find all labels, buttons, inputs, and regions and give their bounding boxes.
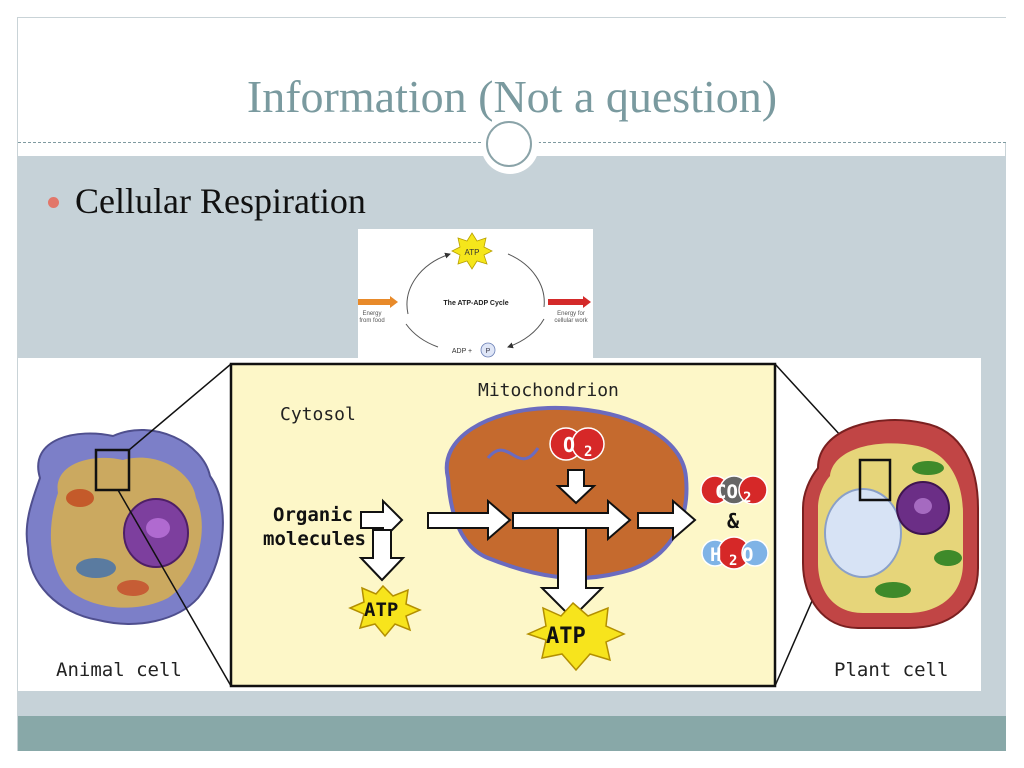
- co2-molecule-icon: CO 2: [700, 475, 768, 506]
- animal-cell-illustration: [25, 429, 224, 625]
- organic-molecules-line2: molecules: [263, 528, 366, 550]
- cycle-arrow-right-bottom: [507, 318, 545, 349]
- red-arrow-head: [583, 296, 591, 308]
- cycle-atp-label: ATP: [465, 248, 480, 257]
- h2o-subscript: 2: [729, 553, 737, 569]
- ring-icon: [486, 121, 532, 167]
- zoom-line-left-top: [128, 363, 232, 451]
- atp-star-small-icon: [348, 584, 422, 638]
- and-label: &: [727, 509, 740, 533]
- atp-label-large: ATP: [546, 624, 586, 649]
- atp-star-icon: [451, 232, 493, 270]
- plant-cell-illustration: [802, 419, 979, 629]
- cellular-respiration-figure: Animal cell Cytosol Mitochondrion O 2 Or…: [18, 358, 981, 691]
- phosphate-label: P: [486, 348, 491, 355]
- energy-for-work-line1: Energy for: [557, 311, 585, 317]
- phosphate-icon: [480, 342, 496, 358]
- organic-molecules-line1: Organic: [273, 504, 353, 526]
- plant-cell-label: Plant cell: [834, 659, 948, 681]
- co2-subscript: 2: [743, 490, 751, 506]
- cycle-arrow-left: [406, 252, 451, 315]
- atp-star-large-icon: [525, 601, 626, 672]
- cycle-arrow-bottom: [405, 323, 439, 348]
- co2-label: CO: [715, 481, 738, 503]
- bullet-icon: [48, 196, 59, 208]
- mitochondrion-label: Mitochondrion: [478, 380, 619, 401]
- red-arrow-icon: [548, 299, 583, 305]
- energy-from-food-line2: from food: [359, 318, 384, 324]
- h2o-molecule-icon: H 2 O: [701, 536, 769, 570]
- energy-from-food-line1: Energy: [362, 311, 381, 317]
- o2-molecule-icon: O 2: [549, 427, 605, 461]
- bullet-item: Cellular Respiration: [48, 180, 366, 222]
- orange-arrow-head: [390, 296, 398, 308]
- plant-zoom-box: [858, 458, 892, 502]
- zoom-line-left-bottom: [117, 489, 232, 687]
- atp-adp-cycle-figure: ATP The ATP-ADP Cycle Energy from food E…: [358, 229, 593, 359]
- cycle-title: The ATP-ADP Cycle: [443, 300, 508, 307]
- cycle-arrow-right-top: [507, 253, 545, 308]
- animal-zoom-box: [94, 448, 131, 492]
- h2o-o-label: O: [742, 544, 753, 566]
- bullet-text: Cellular Respiration: [75, 181, 366, 221]
- slide-title: Information (Not a question): [246, 71, 778, 122]
- cytosol-label: Cytosol: [280, 404, 356, 425]
- o2-subscript: 2: [584, 444, 592, 460]
- animal-cell-label: Animal cell: [56, 659, 182, 681]
- orange-arrow-icon: [358, 299, 390, 305]
- h2o-h-label: H: [710, 544, 721, 566]
- respiration-arrows: [358, 469, 697, 620]
- footer-band: [18, 716, 1006, 751]
- energy-for-work-line2: cellular work: [554, 318, 588, 324]
- adp-label: ADP +: [452, 348, 472, 355]
- o2-label: O: [563, 433, 575, 457]
- atp-label-small: ATP: [364, 599, 398, 621]
- cristae-line: [486, 447, 540, 461]
